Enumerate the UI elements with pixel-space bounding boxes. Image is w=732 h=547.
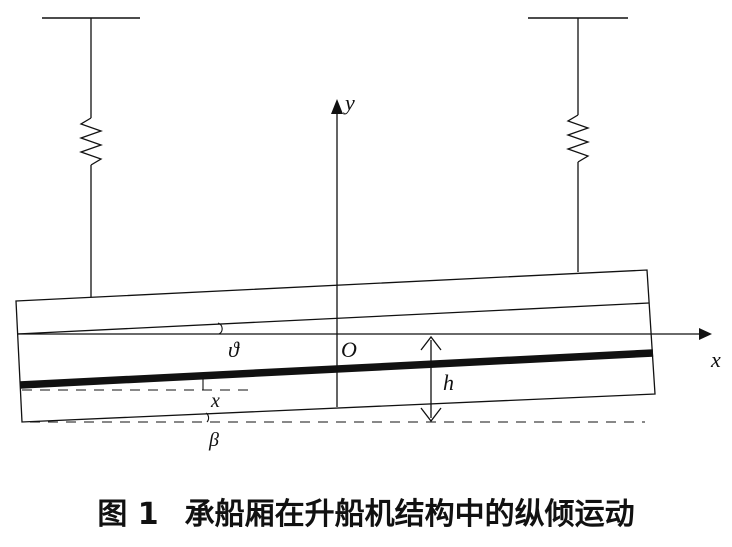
beta-angle-arc <box>205 412 210 423</box>
h-arrow-top <box>420 335 442 351</box>
h-arrow-bottom <box>420 407 442 423</box>
beta-label: β <box>209 429 219 451</box>
figure-number: 图 1 <box>97 497 159 532</box>
chamber-inner-line <box>16 302 650 335</box>
y-axis-label: y <box>345 90 355 115</box>
tilt-angle-label: ϑ <box>228 337 239 362</box>
x-axis-arrowhead <box>699 328 712 340</box>
figure-caption: 图 1 承船厢在升船机结构中的纵倾运动 <box>0 498 732 531</box>
left-spring <box>79 117 103 166</box>
theta-angle-arc <box>217 322 223 335</box>
depth-label: h <box>443 370 454 395</box>
x-axis-label: x <box>711 347 721 372</box>
ship-chamber-body <box>15 269 656 423</box>
y-axis-arrowhead <box>331 99 343 114</box>
right-spring <box>566 114 590 163</box>
figure-caption-text: 承船厢在升船机结构中的纵倾运动 <box>184 497 635 532</box>
origin-label: O <box>341 337 357 362</box>
displacement-label: x <box>211 390 220 412</box>
